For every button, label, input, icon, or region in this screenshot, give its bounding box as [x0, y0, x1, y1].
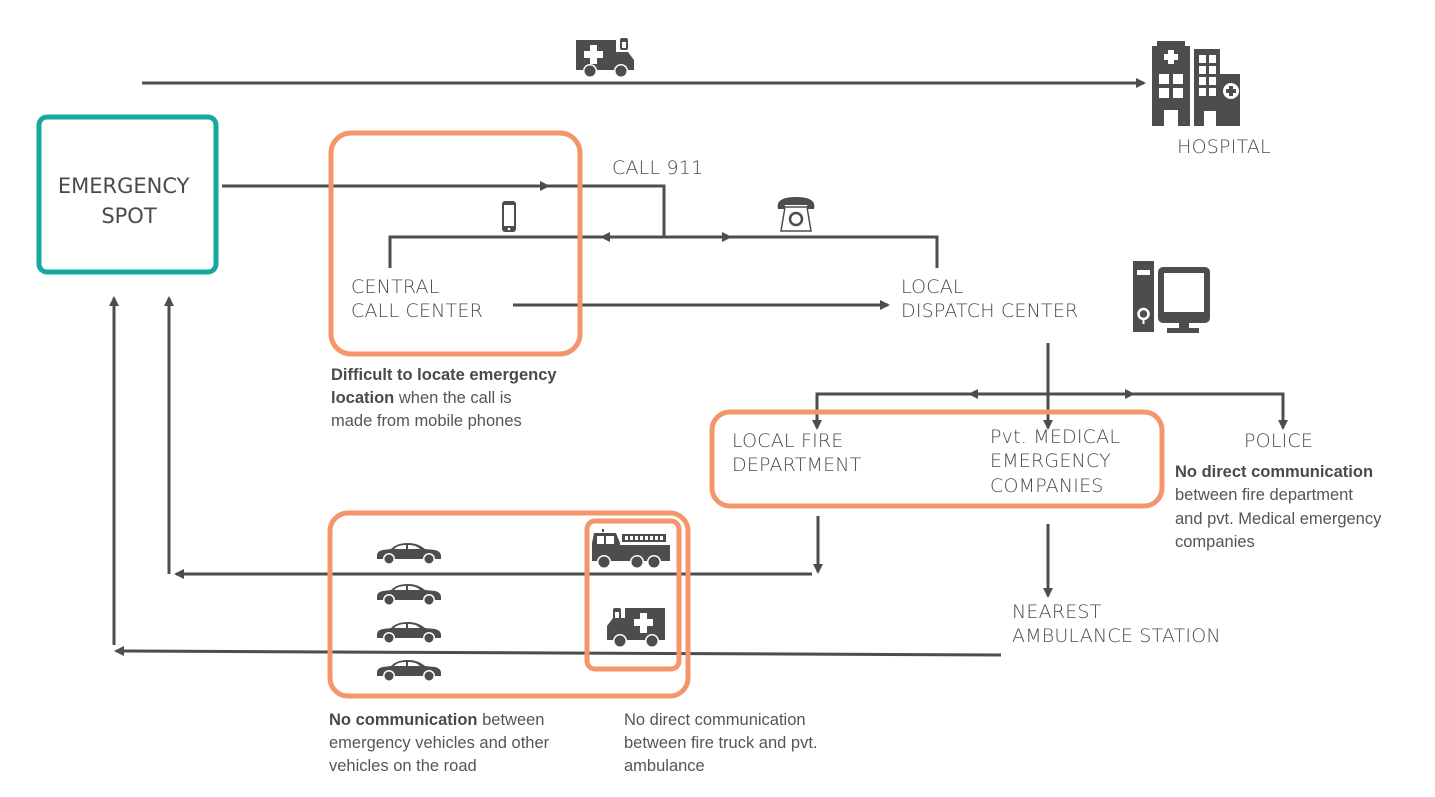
flow-ambulance-to-road — [114, 646, 1002, 657]
pvt-medical-emergency-label: Pvt. MEDICAL EMERGENCY COMPANIES — [990, 426, 1126, 497]
flow-to-local-dispatch — [722, 235, 939, 268]
car-icon — [377, 622, 441, 644]
mobile-phone-icon — [502, 201, 516, 232]
car-icon — [377, 660, 441, 682]
car-icon — [377, 584, 441, 606]
flow-to-central-call-center — [388, 235, 610, 268]
note-vehicle-communication: No communication between emergency vehic… — [329, 711, 554, 775]
emergency-spot-box — [36, 114, 219, 275]
emergency-vehicles-highlight — [584, 518, 682, 672]
desktop-computer-icon — [1133, 261, 1210, 333]
car-icon — [377, 543, 441, 565]
police-label: POLICE — [1244, 430, 1313, 452]
central-call-center-label: CENTRAL CALL CENTER — [351, 276, 483, 322]
call-911-label: CALL 911 — [612, 157, 703, 179]
note-locate-emergency: Difficult to locate emergency location w… — [331, 366, 561, 430]
local-dispatch-center-label: LOCAL DISPATCH CENTER — [901, 276, 1078, 322]
note-fire-medical-communication: No direct communication between fire dep… — [1175, 463, 1386, 551]
telephone-icon — [777, 197, 815, 232]
flow-call911-connector — [540, 184, 666, 237]
note-firetruck-ambulance: No direct communication between fire tru… — [624, 711, 822, 775]
emergency-spot-label: EMERGENCY SPOT — [58, 174, 196, 228]
fire-truck-icon — [592, 529, 670, 569]
hospital-icon — [1152, 41, 1240, 126]
flow-dispatch-to-fire — [812, 392, 975, 430]
road-vehicles-highlight — [327, 510, 691, 699]
hospital-label: HOSPITAL — [1177, 136, 1271, 158]
ambulance-icon — [576, 38, 634, 78]
central-call-center-highlight — [328, 130, 583, 357]
ambulance-icon — [607, 608, 665, 648]
nearest-ambulance-station-label: NEAREST AMBULANCE STATION — [1012, 601, 1221, 647]
fire-medical-highlight — [709, 409, 1165, 509]
flow-dispatch-to-police — [1125, 392, 1288, 430]
local-fire-department-label: LOCAL FIRE DEPARTMENT — [732, 430, 862, 476]
